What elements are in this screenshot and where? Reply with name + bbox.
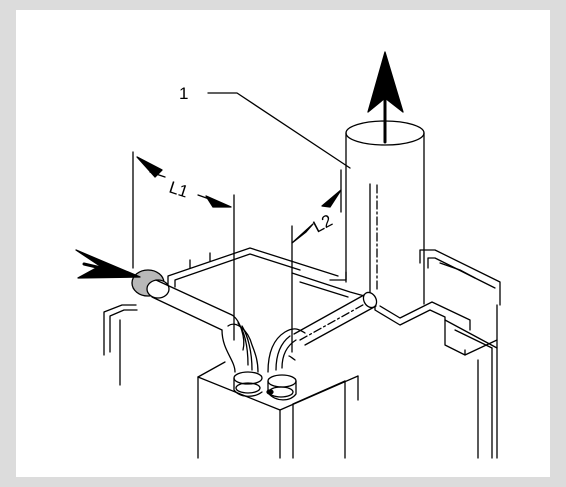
inlet-arrow-icon <box>75 249 141 279</box>
dimension-L1-label: L1 <box>167 178 191 202</box>
dimension-L1 <box>132 151 235 341</box>
air-inlet-pipe <box>131 269 245 351</box>
boiler-elbows <box>221 322 306 401</box>
dimension-L2 <box>291 169 342 353</box>
callout-leader <box>207 92 351 169</box>
vertical-flue-pipe <box>345 120 425 305</box>
diagram-panel <box>16 10 550 477</box>
boiler-box <box>197 361 359 459</box>
left-wall <box>103 304 138 386</box>
outlet-arrow-icon <box>367 51 404 144</box>
dimension-L2-label: L2 <box>310 211 336 237</box>
callout-number: 1 <box>179 84 188 103</box>
flue-connection-pipe <box>293 291 378 346</box>
right-wall <box>329 249 501 459</box>
upper-wall <box>167 247 369 298</box>
